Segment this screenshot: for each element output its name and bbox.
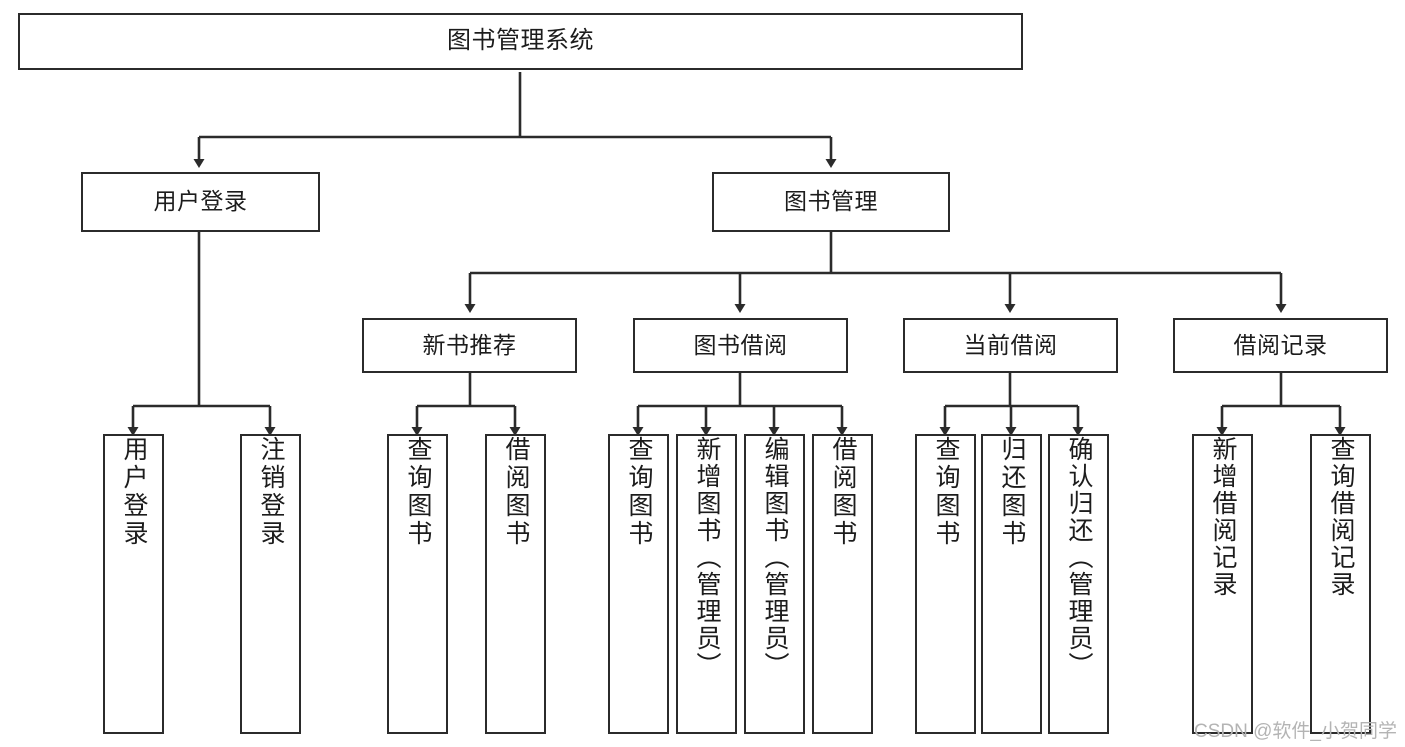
node-leaf-logout[interactable]: 注销登录: [240, 434, 301, 734]
node-leaf-borrow-books-newbook[interactable]: 借阅图书: [485, 434, 546, 734]
node-leaf-query-books-newbook[interactable]: 查询图书: [387, 434, 448, 734]
node-book-borrowing[interactable]: 图书借阅: [633, 318, 848, 373]
node-label: 归还图书: [998, 436, 1026, 548]
node-label: 查询借阅记录: [1327, 436, 1355, 598]
node-label: 图书管理: [784, 188, 878, 215]
node-leaf-add-borrow-record[interactable]: 新增借阅记录: [1192, 434, 1253, 734]
node-user-login[interactable]: 用户登录: [81, 172, 320, 232]
node-label: 借阅记录: [1233, 331, 1328, 358]
node-leaf-query-books-borrow[interactable]: 查询图书: [608, 434, 669, 734]
node-label: 新书推荐: [422, 331, 517, 358]
node-leaf-user-login[interactable]: 用户登录: [103, 434, 164, 734]
node-leaf-query-borrow-record[interactable]: 查询借阅记录: [1310, 434, 1371, 734]
node-label: 确认归还（管理员）: [1065, 436, 1093, 679]
node-book-management[interactable]: 图书管理: [712, 172, 950, 232]
node-label: 查询图书: [932, 436, 960, 548]
node-leaf-add-book-admin[interactable]: 新增图书（管理员）: [676, 434, 737, 734]
node-label: 查询图书: [625, 436, 653, 548]
node-label: 注销登录: [257, 436, 285, 548]
node-label: 编辑图书（管理员）: [761, 436, 789, 679]
node-label: 用户登录: [120, 436, 148, 548]
node-borrowing-records[interactable]: 借阅记录: [1173, 318, 1388, 373]
watermark: CSDN @软件_小贺同学: [1194, 721, 1397, 742]
node-label: 图书借阅: [693, 331, 788, 358]
node-leaf-query-books-current[interactable]: 查询图书: [915, 434, 976, 734]
node-leaf-edit-book-admin[interactable]: 编辑图书（管理员）: [744, 434, 805, 734]
node-label: 图书管理系统: [447, 27, 594, 55]
node-label: 用户登录: [153, 188, 248, 215]
node-label: 当前借阅: [963, 331, 1058, 358]
node-label: 借阅图书: [502, 436, 530, 548]
node-leaf-return-books[interactable]: 归还图书: [981, 434, 1042, 734]
node-label: 新增借阅记录: [1209, 436, 1237, 598]
node-leaf-confirm-return-admin[interactable]: 确认归还（管理员）: [1048, 434, 1109, 734]
node-root-book-management-system[interactable]: 图书管理系统: [18, 13, 1023, 70]
node-label: 查询图书: [404, 436, 432, 548]
node-leaf-borrow-books[interactable]: 借阅图书: [812, 434, 873, 734]
node-current-borrowing[interactable]: 当前借阅: [903, 318, 1118, 373]
node-new-book-recommendation[interactable]: 新书推荐: [362, 318, 577, 373]
node-label: 借阅图书: [829, 436, 857, 548]
node-label: 新增图书（管理员）: [693, 436, 721, 679]
